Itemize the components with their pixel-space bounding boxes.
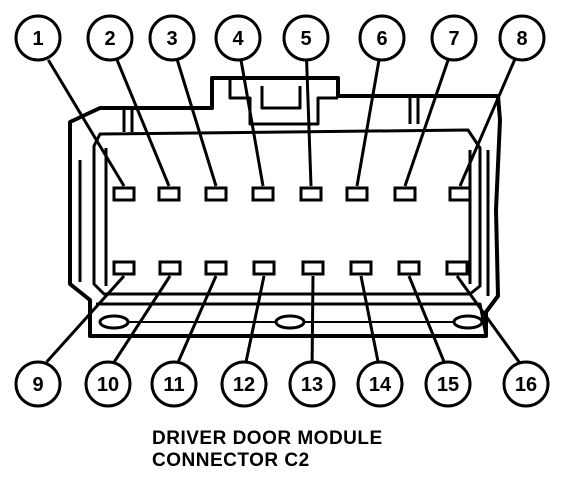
pin-callout-1: 1 [14, 14, 62, 62]
pin-number: 5 [300, 28, 311, 50]
pin-hole-7 [393, 186, 417, 202]
leader-line-6 [355, 59, 381, 187]
callout-circle [502, 360, 550, 408]
diagram-title-line2: CONNECTOR C2 [152, 450, 310, 471]
pin-hole-5 [299, 186, 323, 202]
pin-number: 4 [232, 28, 244, 50]
pin-callout-15: 15 [424, 360, 472, 408]
leader-line-16 [455, 275, 521, 363]
callout-circle [86, 14, 134, 62]
leader-lines [45, 59, 521, 364]
pin-number: 12 [233, 374, 255, 396]
leader-line-1 [47, 59, 126, 187]
callout-circle [220, 360, 268, 408]
pin-hole-6 [345, 186, 369, 202]
callout-circle [14, 14, 62, 62]
pin-number: 10 [97, 374, 119, 396]
callout-circle [282, 14, 330, 62]
pin-number: 7 [448, 28, 459, 50]
leader-line-15 [407, 275, 446, 363]
leader-line-12 [244, 275, 266, 363]
leader-line-2 [115, 59, 171, 187]
pin-hole-14 [349, 260, 373, 276]
pin-hole-11 [204, 260, 228, 276]
pin-callout-8: 8 [498, 14, 546, 62]
pin-hole-4 [251, 186, 275, 202]
leader-line-10 [112, 275, 172, 363]
pin-hole-3 [204, 186, 228, 202]
pin-callout-9: 9 [14, 360, 62, 408]
pin-callout-4: 4 [214, 14, 262, 62]
pin-number: 1 [32, 28, 43, 50]
pin-callout-5: 5 [282, 14, 330, 62]
leader-line-9 [45, 274, 126, 364]
pin-callout-6: 6 [358, 14, 406, 62]
pin-callout-10: 10 [84, 360, 132, 408]
callout-circle [14, 360, 62, 408]
callout-circle [150, 360, 198, 408]
pin-hole-2 [157, 186, 181, 202]
pin-number: 13 [301, 374, 323, 396]
callout-circle [148, 14, 196, 62]
pin-hole-13 [301, 260, 325, 276]
leader-line-14 [359, 275, 380, 363]
leader-line-7 [403, 59, 450, 187]
pin-number: 8 [516, 28, 527, 50]
leader-line-8 [458, 59, 516, 187]
pin-callout-7: 7 [430, 14, 478, 62]
pin-callout-13: 13 [288, 360, 336, 408]
callout-circle [424, 360, 472, 408]
pin-callout-2: 2 [86, 14, 134, 62]
pin-number: 15 [437, 374, 459, 396]
diagram-title-line1: DRIVER DOOR MODULE [152, 428, 383, 449]
leader-line-11 [176, 275, 218, 363]
pin-number: 14 [369, 374, 392, 396]
callout-circle [214, 14, 262, 62]
pin-hole-16 [445, 260, 469, 276]
pin-number: 3 [166, 28, 177, 50]
pin-callout-11: 11 [150, 360, 198, 408]
pin-hole-9 [112, 260, 136, 276]
pin-hole-15 [397, 260, 421, 276]
pin-hole-1 [112, 186, 136, 202]
pin-number: 9 [32, 374, 43, 396]
leader-line-13 [310, 275, 315, 363]
callout-circle [358, 14, 406, 62]
leader-line-3 [175, 59, 218, 187]
pin-number: 2 [104, 28, 115, 50]
callout-circle [356, 360, 404, 408]
pin-callout-14: 14 [356, 360, 404, 408]
leader-line-4 [239, 59, 265, 187]
pin-number: 11 [163, 374, 184, 396]
pin-holes [112, 186, 472, 276]
pin-hole-10 [158, 260, 182, 276]
pin-callout-12: 12 [220, 360, 268, 408]
connector-body [68, 76, 502, 338]
leader-line-5 [305, 59, 313, 187]
callout-circle [430, 14, 478, 62]
callout-circle [84, 360, 132, 408]
pin-hole-12 [252, 260, 276, 276]
pin-callout-3: 3 [148, 14, 196, 62]
pin-number: 6 [376, 28, 387, 50]
callout-circle [288, 360, 336, 408]
pin-callout-16: 16 [502, 360, 550, 408]
callout-circle [498, 14, 546, 62]
pin-hole-8 [448, 186, 472, 202]
pin-number: 16 [515, 374, 537, 396]
